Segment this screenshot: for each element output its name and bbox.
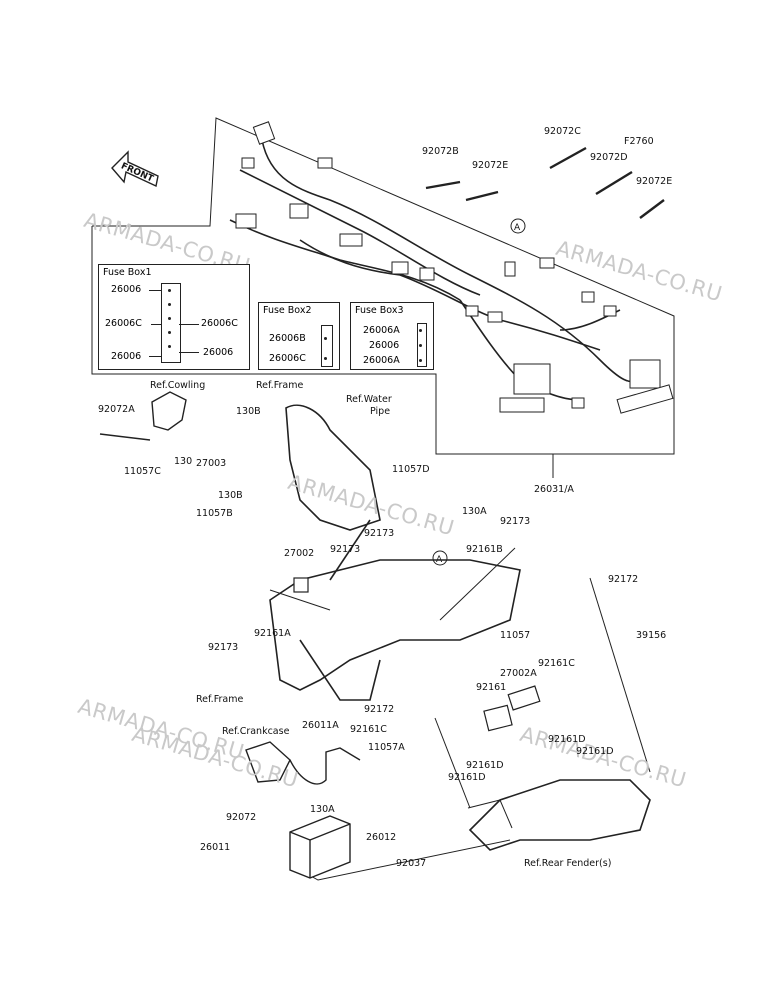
cowling-bracket bbox=[99, 391, 187, 441]
part-92161D-d: 92161D bbox=[448, 772, 486, 783]
ref-frame-bottom: Ref.Frame bbox=[196, 694, 244, 705]
part-92072: 92072 bbox=[226, 812, 257, 823]
part-39156: 39156 bbox=[636, 630, 667, 641]
part-92161C-right: 92161C bbox=[538, 658, 575, 669]
ref-water-pipe-line-1: Ref.Water bbox=[346, 394, 392, 405]
part-92173-right: 92173 bbox=[500, 516, 531, 527]
fuse-box-1-fuses bbox=[161, 283, 181, 363]
part-130B-top: 130B bbox=[236, 406, 261, 417]
fuse-box-3-row-2: 26006 bbox=[369, 340, 400, 351]
ref-frame-top: Ref.Frame bbox=[256, 380, 304, 391]
part-26012: 26012 bbox=[366, 832, 397, 843]
part-92173-left: 92173 bbox=[208, 642, 239, 653]
part-27003: 27003 bbox=[196, 458, 227, 469]
part-26031A: 26031/A bbox=[534, 484, 574, 495]
ref-water-pipe-line-2: Pipe bbox=[370, 406, 391, 417]
part-130: 130 bbox=[174, 456, 193, 467]
part-92161D-c: 92161D bbox=[466, 760, 504, 771]
fuse-box-2: Fuse Box2 26006B 26006C bbox=[258, 302, 340, 370]
fuse-box-1-left-1: 26006 bbox=[111, 284, 142, 295]
fuse-box-3-row-1: 26006A bbox=[363, 325, 400, 336]
fuse-box-2-row-1: 26006B bbox=[269, 333, 306, 344]
harness-connectors bbox=[235, 121, 674, 414]
battery bbox=[289, 815, 351, 879]
harness-frame-outline bbox=[91, 117, 675, 455]
part-92161D-a: 92161D bbox=[548, 734, 586, 745]
crankcase-cable bbox=[245, 741, 361, 785]
part-F2760: F2760 bbox=[624, 136, 654, 147]
part-92072E-right: 92072E bbox=[636, 176, 673, 187]
part-92172-mid: 92172 bbox=[364, 704, 395, 715]
fuse-box-1-title: Fuse Box1 bbox=[103, 267, 152, 278]
fuse-box-3: Fuse Box3 26006A 26006 26006A bbox=[350, 302, 434, 370]
fuse-box-1-left-2: 26006C bbox=[105, 318, 142, 329]
ref-a-top: A bbox=[514, 223, 521, 233]
part-11057B: 11057B bbox=[196, 508, 233, 519]
part-92161B: 92161B bbox=[466, 544, 503, 555]
part-92072B: 92072B bbox=[422, 146, 459, 157]
part-11057D: 11057D bbox=[392, 464, 430, 475]
part-92072D: 92072D bbox=[590, 152, 628, 163]
part-92072A: 92072A bbox=[98, 404, 135, 415]
part-92161C: 92161C bbox=[350, 724, 387, 735]
part-92037: 92037 bbox=[396, 858, 427, 869]
part-92161A: 92161A bbox=[254, 628, 291, 639]
part-27002: 27002 bbox=[284, 548, 315, 559]
fuse-box-1-right-2: 26006 bbox=[203, 347, 234, 358]
fuse-box-2-fuses bbox=[321, 325, 333, 367]
ref-rear-fender: Ref.Rear Fender(s) bbox=[524, 858, 612, 869]
part-11057C: 11057C bbox=[124, 466, 161, 477]
ref-cowling: Ref.Cowling bbox=[150, 380, 206, 391]
part-130A-top: 130A bbox=[462, 506, 487, 517]
relays bbox=[293, 577, 541, 732]
fuse-box-3-fuses bbox=[417, 323, 427, 367]
part-27002A: 27002A bbox=[500, 668, 537, 679]
part-92173-center: 92173 bbox=[330, 544, 361, 555]
part-11057: 11057 bbox=[500, 630, 531, 641]
fuse-box-1-right-1: 26006C bbox=[201, 318, 238, 329]
ref-circles bbox=[432, 218, 526, 566]
part-11057A: 11057A bbox=[368, 742, 405, 753]
fuse-box-3-row-3: 26006A bbox=[363, 355, 400, 366]
part-130B-bottom: 130B bbox=[218, 490, 243, 501]
fuse-box-1-left-3: 26006 bbox=[111, 351, 142, 362]
front-arrow: FRONT bbox=[111, 150, 159, 188]
fuse-box-1: Fuse Box1 26006 26006C 26006 26006C 2600… bbox=[98, 264, 250, 370]
part-92072C: 92072C bbox=[544, 126, 581, 137]
frame bbox=[269, 404, 521, 701]
fuse-box-2-row-2: 26006C bbox=[269, 353, 306, 364]
part-92172-right: 92172 bbox=[608, 574, 639, 585]
part-92161: 92161 bbox=[476, 682, 507, 693]
part-26011: 26011 bbox=[200, 842, 231, 853]
fuse-box-3-title: Fuse Box3 bbox=[355, 305, 404, 316]
fuse-box-2-title: Fuse Box2 bbox=[263, 305, 312, 316]
harness-clamps bbox=[425, 146, 665, 219]
part-26011A: 26011A bbox=[302, 720, 339, 731]
part-92173-mid: 92173 bbox=[364, 528, 395, 539]
ref-crankcase: Ref.Crankcase bbox=[222, 726, 290, 737]
rear-fender bbox=[468, 779, 651, 851]
part-130A-bottom: 130A bbox=[310, 804, 335, 815]
part-92161D-b: 92161D bbox=[576, 746, 614, 757]
part-92072E: 92072E bbox=[472, 160, 509, 171]
